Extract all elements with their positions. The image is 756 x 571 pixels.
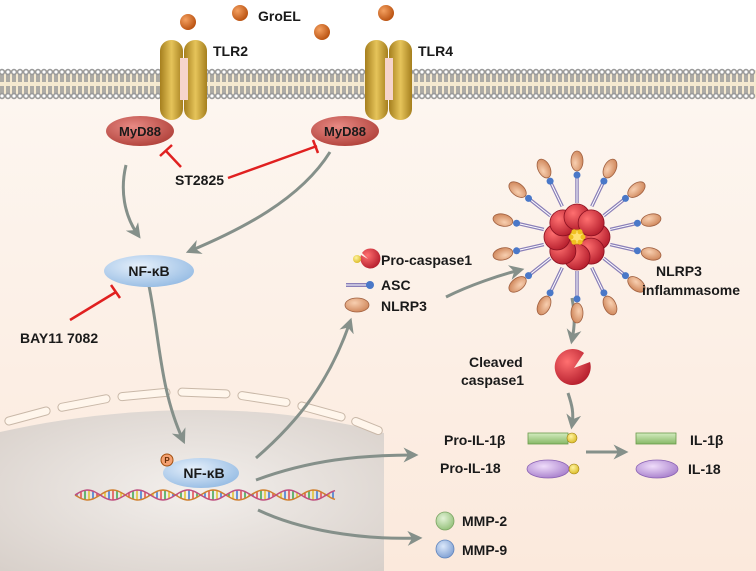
arrow-nfkb-to-mmp	[257, 508, 423, 546]
mmp2-label: MMP-2	[462, 513, 507, 529]
myd88-left-label: MyD88	[119, 124, 161, 139]
phospho-label: P	[164, 456, 170, 465]
arrow-myd88-to-nfkb-left	[121, 164, 141, 239]
arrow-nfkb-to-pro-il	[255, 447, 419, 482]
myd88-right	[311, 116, 379, 146]
nfkb-nucleus	[163, 458, 239, 488]
nlrp3-icon	[344, 297, 370, 313]
nfkb-cytoplasm-label: NF-κB	[128, 263, 169, 279]
tlr4-label: TLR4	[418, 43, 453, 59]
myd88-left	[106, 116, 174, 146]
arrow-components-to-inflammasome	[445, 265, 525, 299]
st2825-label: ST2825	[175, 172, 224, 188]
phospho-group	[160, 453, 174, 467]
mmp2-icon	[435, 511, 455, 531]
pro-il18-label: Pro-IL-18	[440, 460, 501, 476]
cleaved-label-line2: caspase1	[461, 372, 524, 388]
tlr2-receptor	[160, 40, 207, 120]
tlr2-label: TLR2	[213, 43, 248, 59]
nlrp3-inflammasome	[492, 150, 662, 324]
il1b-icon	[635, 432, 677, 445]
il18-icon	[635, 459, 679, 479]
inflammasome-label-line2: inflammasome	[642, 282, 740, 298]
nfkb-nucleus-label: NF-κB	[183, 465, 224, 481]
il1b-label: IL-1β	[690, 432, 724, 448]
nuclear-envelope	[4, 387, 383, 436]
arrow-caspase-to-cleavage	[566, 392, 582, 430]
groel-particles	[180, 5, 394, 40]
groel-particle	[314, 24, 330, 40]
asc-icon	[346, 281, 374, 289]
tlr4-receptor	[365, 40, 412, 120]
arrow-nfkb-to-components	[255, 317, 354, 460]
myd88-right-label: MyD88	[324, 124, 366, 139]
bay11-inhibition	[69, 284, 122, 322]
st2825-inhibition	[159, 139, 320, 180]
pro-caspase1-label: Pro-caspase1	[381, 252, 472, 268]
pro-il1b-icon	[527, 432, 578, 445]
groel-label: GroEL	[258, 8, 301, 24]
signal-arrows	[121, 151, 629, 546]
mmp9-label: MMP-9	[462, 542, 507, 558]
inflammasome-label-line1: NLRP3	[656, 263, 702, 279]
pro-il1b-label: Pro-IL-1β	[444, 432, 506, 448]
groel-particle	[180, 14, 196, 30]
bay11-label: BAY11 7082	[20, 330, 98, 346]
nfkb-cytoplasm	[104, 255, 194, 287]
arrow-myd88-to-nfkb-right	[185, 151, 332, 254]
dna-helix	[74, 489, 336, 501]
cleaved-caspase1-icon	[554, 349, 591, 386]
mmp9-icon	[435, 539, 455, 559]
arrow-nfkb-translocation	[147, 285, 186, 445]
nlrp3-label: NLRP3	[381, 298, 427, 314]
groel-particle	[232, 5, 248, 21]
pro-il18-icon	[526, 459, 580, 479]
groel-particle	[378, 5, 394, 21]
pro-caspase1-icon	[353, 248, 381, 269]
asc-label: ASC	[381, 277, 411, 293]
il18-label: IL-18	[688, 461, 721, 477]
cleaved-label-line1: Cleaved	[469, 354, 523, 370]
